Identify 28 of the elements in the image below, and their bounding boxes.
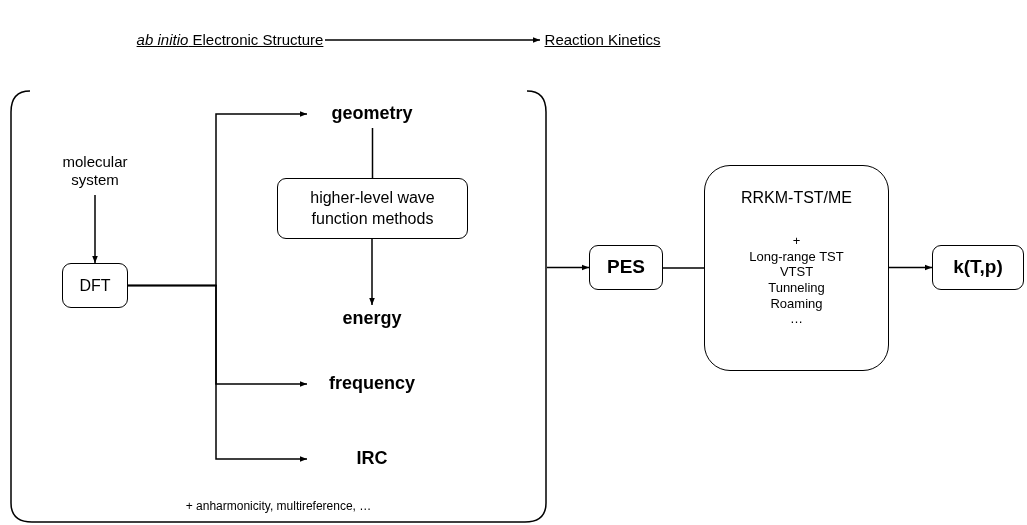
method-item: Long-range TST xyxy=(749,248,844,265)
method-item: + xyxy=(792,233,801,249)
connector-line xyxy=(371,127,374,179)
arrow xyxy=(127,284,308,462)
arrow xyxy=(369,238,375,306)
method-item: … xyxy=(790,311,803,327)
output-label: IRC xyxy=(356,448,388,470)
input-label: molecular system xyxy=(61,153,129,189)
connector-line xyxy=(662,267,705,269)
arrow xyxy=(324,37,541,43)
footnote-text: + anharmonicity, multireference, … xyxy=(185,498,372,513)
method-item: VTST xyxy=(779,264,814,280)
result-box: k(T,p) xyxy=(932,245,1024,290)
arrow xyxy=(888,264,933,271)
process-box: DFT xyxy=(62,263,128,308)
process-box: higher-level wave function methods xyxy=(277,178,468,239)
method-item: Tunneling xyxy=(768,279,825,296)
output-label: energy xyxy=(342,308,402,330)
arrow xyxy=(92,194,98,264)
heading-text: Reaction Kinetics xyxy=(544,31,661,49)
result-box: PES xyxy=(589,245,663,290)
method-box xyxy=(704,165,889,371)
heading-text: ab initio Electronic Structure xyxy=(136,31,324,49)
arrow xyxy=(546,264,590,271)
method-title: RRKM-TST/ME xyxy=(740,188,853,208)
method-item: Roaming xyxy=(770,295,823,312)
output-label: geometry xyxy=(331,103,413,125)
output-label: frequency xyxy=(329,373,415,395)
